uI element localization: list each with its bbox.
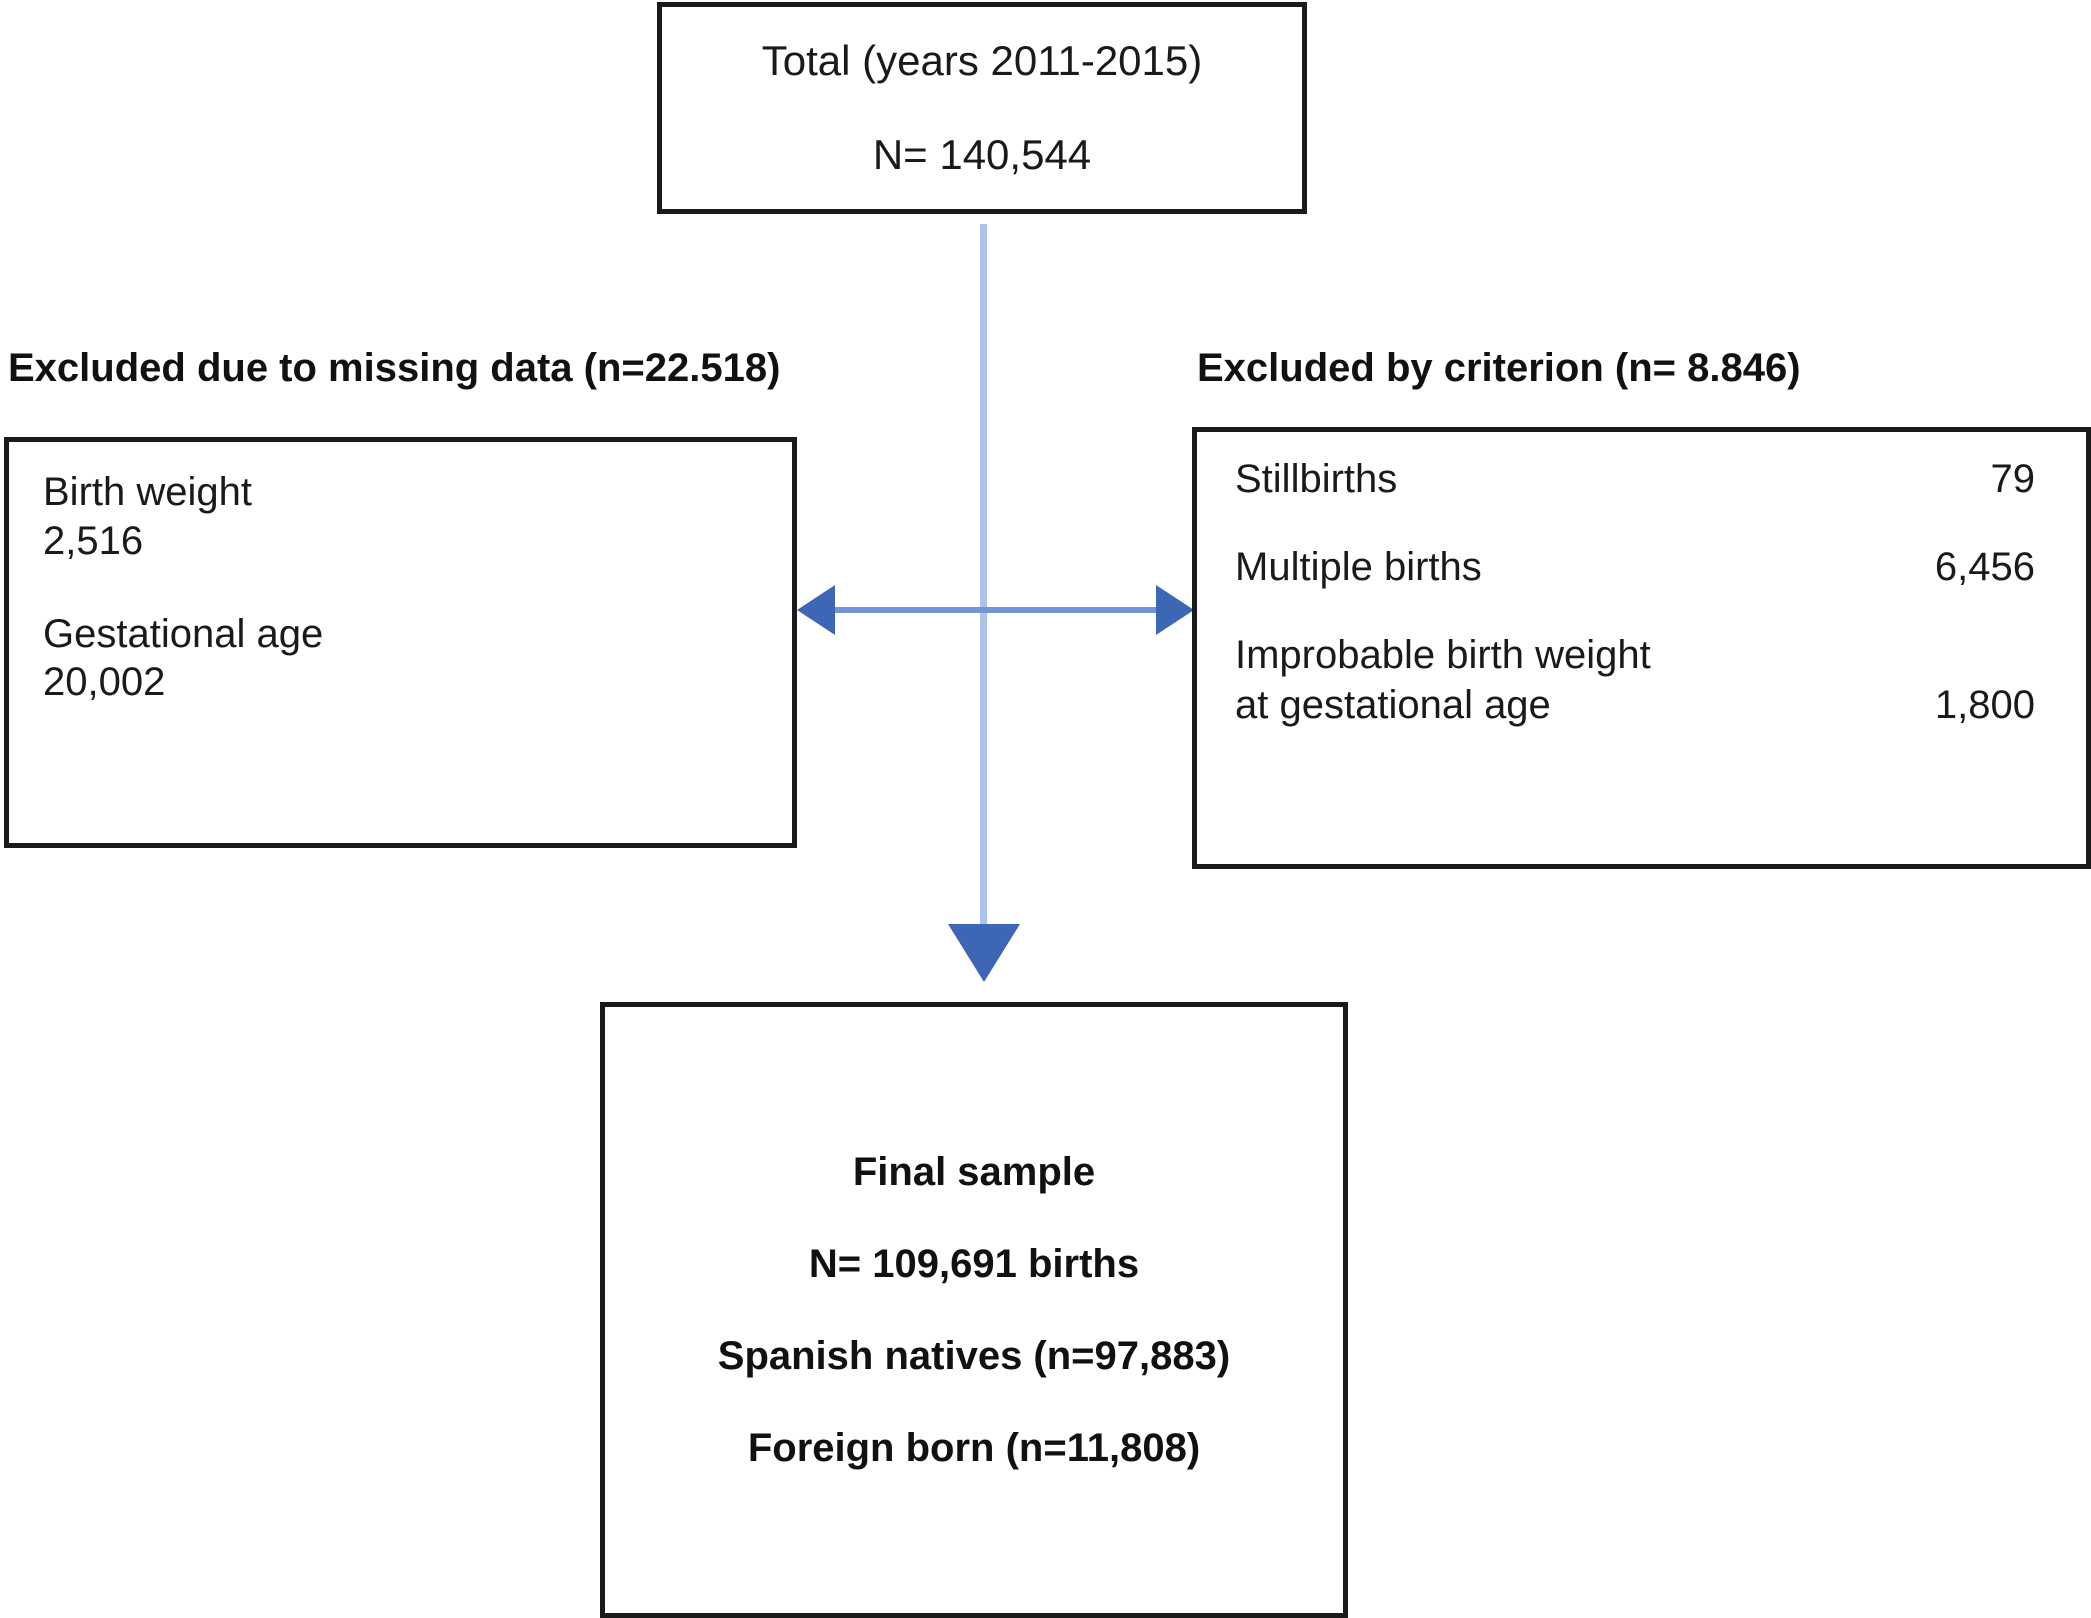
final-sample-foreign-born: Foreign born (n=11,808) (747, 1426, 1201, 1470)
arrow-left-icon (797, 585, 835, 635)
criterion-count: 1,800 (1934, 683, 2035, 727)
missing-item-gestational-age: Gestational age 20,002 (43, 610, 792, 708)
missing-item-count: 2,516 (43, 518, 144, 563)
total-title: Total (years 2011-2015) (761, 37, 1203, 84)
total-count: N= 140,544 (872, 131, 1092, 178)
excluded-missing-data-label: Excluded due to missing data (n=22.518) (8, 346, 781, 390)
criterion-row: Multiple births 6,456 (1235, 542, 2035, 592)
missing-item-name: Gestational age (43, 611, 324, 656)
horizontal-connector-line (820, 607, 1180, 613)
criterion-count: 6,456 (1934, 545, 2035, 589)
arrow-right-icon (1156, 585, 1194, 635)
criterion-count: 79 (1990, 457, 2036, 501)
missing-item-name: Birth weight (43, 470, 252, 514)
excluded-missing-data-box: Birth weight 2,516 Gestational age 20,00… (4, 437, 797, 848)
vertical-connector-line (980, 224, 987, 924)
final-sample-box: Final sample N= 109,691 births Spanish n… (600, 1002, 1348, 1618)
missing-item-birth-weight: Birth weight 2,516 (43, 468, 792, 566)
missing-item-count: 20,002 (43, 660, 166, 705)
final-sample-count: N= 109,691 births (808, 1242, 1140, 1286)
final-sample-title: Final sample (852, 1150, 1096, 1194)
criterion-name: Stillbirths (1235, 457, 1398, 501)
arrow-down-icon (948, 924, 1020, 982)
criterion-row: Stillbirths 79 (1235, 454, 2035, 504)
excluded-by-criterion-box: Stillbirths 79 Multiple births 6,456 Imp… (1192, 427, 2091, 869)
criterion-name: Multiple births (1235, 545, 1482, 589)
criterion-row: Improbable birth weight at gestational a… (1235, 630, 2035, 730)
total-cohort-box: Total (years 2011-2015) N= 140,544 (657, 2, 1307, 214)
criterion-name: Improbable birth weight at gestational a… (1235, 633, 1651, 727)
final-sample-natives: Spanish natives (n=97,883) (717, 1334, 1231, 1378)
excluded-by-criterion-label: Excluded by criterion (n= 8.846) (1197, 346, 1801, 390)
